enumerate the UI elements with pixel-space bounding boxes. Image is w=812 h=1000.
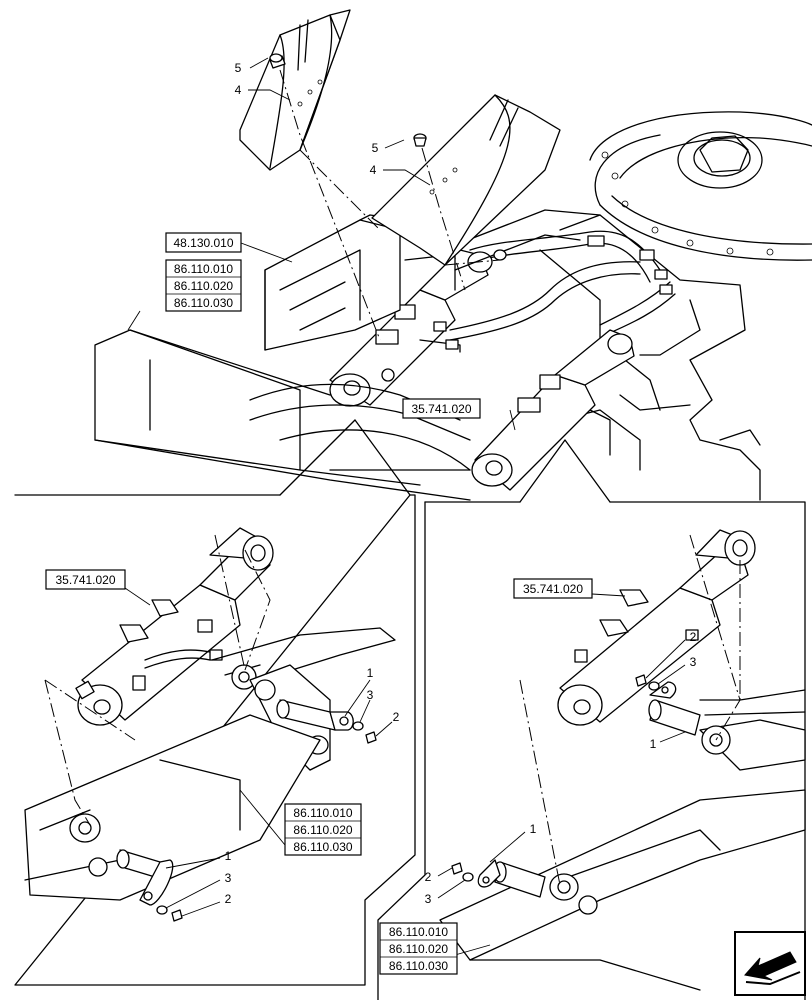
ref-86-110-020-main: 86.110.020 <box>174 279 233 293</box>
ref-86-110-030-right: 86.110.030 <box>389 959 448 973</box>
detail-pointer-right <box>519 439 566 503</box>
ref-86-110-030-left: 86.110.030 <box>293 840 352 854</box>
callout-4-top: 4 <box>235 83 242 97</box>
callout-5-lower: 5 <box>372 141 379 155</box>
reference-stack-main[interactable]: 86.110.010 86.110.020 86.110.030 <box>165 259 242 312</box>
ref-86-110-010-left: 86.110.010 <box>293 806 352 820</box>
reference-stack-right[interactable]: 86.110.010 86.110.020 86.110.030 <box>379 922 458 975</box>
ref-86-110-010-main: 86.110.010 <box>174 262 233 276</box>
ref-86-110-020-right: 86.110.020 <box>389 942 448 956</box>
left-callout-3-upper: 3 <box>367 688 374 702</box>
right-callout-3-upper: 3 <box>690 655 697 669</box>
reference-35-741-020-left[interactable]: 35.741.020 <box>45 569 126 590</box>
right-callout-2-lower: 2 <box>425 870 432 884</box>
callout-4-lower: 4 <box>370 163 377 177</box>
reference-35-741-020-main[interactable]: 35.741.020 <box>402 398 481 419</box>
main-assembly-view: 5 4 5 4 <box>94 9 812 501</box>
detail-pointer-left <box>279 419 356 496</box>
detail-panel-right: 2 3 1 1 2 3 <box>377 501 806 1000</box>
right-callout-1-upper: 1 <box>650 737 657 751</box>
reference-48-130-010[interactable]: 48.130.010 <box>165 232 242 253</box>
left-callout-3-lower: 3 <box>225 871 232 885</box>
svg-text:48.130.010: 48.130.010 <box>173 236 233 250</box>
ref-86-110-030-main: 86.110.030 <box>174 296 233 310</box>
left-callout-2-lower: 2 <box>225 892 232 906</box>
callout-5-top: 5 <box>235 61 242 75</box>
right-callout-1-lower: 1 <box>530 822 537 836</box>
svg-text:35.741.020: 35.741.020 <box>411 402 471 416</box>
ref-86-110-010-right: 86.110.010 <box>389 925 448 939</box>
reference-35-741-020-right[interactable]: 35.741.020 <box>513 578 593 599</box>
ref-86-110-020-left: 86.110.020 <box>293 823 352 837</box>
left-callout-1-lower: 1 <box>225 849 232 863</box>
next-page-arrow-icon[interactable] <box>734 931 806 996</box>
left-callout-1-upper: 1 <box>367 666 374 680</box>
detail-panel-left: 1 3 2 1 3 2 <box>14 494 416 986</box>
svg-text:35.741.020: 35.741.020 <box>523 582 583 596</box>
left-callout-2-upper: 2 <box>393 710 400 724</box>
svg-text:35.741.020: 35.741.020 <box>55 573 115 587</box>
reference-stack-left[interactable]: 86.110.010 86.110.020 86.110.030 <box>284 803 362 856</box>
right-callout-3-lower: 3 <box>425 892 432 906</box>
right-callout-2-upper: 2 <box>690 630 697 644</box>
